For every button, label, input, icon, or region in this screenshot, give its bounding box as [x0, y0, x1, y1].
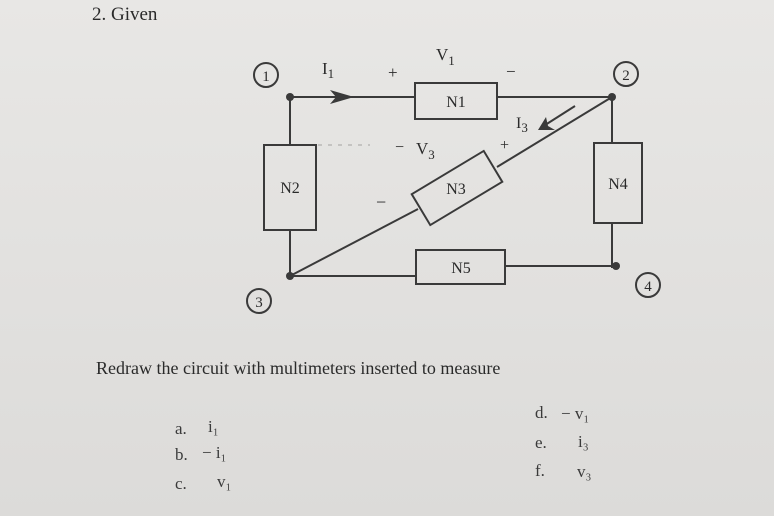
wire-node3-n3: [289, 208, 419, 277]
wire-n3-node2: [496, 96, 613, 168]
option-d-text: − v₁: [561, 404, 590, 423]
node-label-4: 4: [644, 279, 652, 295]
node-circle-3: [246, 288, 272, 314]
v3-minus-sign: −: [376, 192, 386, 212]
element-label-n4: N4: [608, 176, 628, 193]
node-circle-1: [253, 62, 279, 88]
element-label-n5: N5: [451, 260, 471, 277]
v3-minus-sign-top: −: [395, 139, 404, 156]
node-circle-2: [613, 61, 639, 87]
element-box-n3: [410, 149, 504, 227]
node-label-1: 1: [262, 69, 270, 85]
node-dot-1: [286, 93, 294, 101]
node-circle-4: [635, 272, 661, 298]
node-dot-4: [612, 262, 620, 270]
element-label-n2: N2: [280, 180, 300, 197]
voltage-label-v1: V1: [436, 45, 455, 68]
option-b-text: − i₁: [202, 443, 227, 462]
element-box-n4: [593, 142, 643, 224]
option-a-letter: a.: [175, 419, 187, 438]
option-e-letter: e.: [535, 433, 547, 452]
element-label-n1: N1: [446, 94, 466, 111]
v3-plus-sign: +: [500, 137, 509, 154]
v1-minus-sign: −: [506, 62, 516, 81]
node-dot-3: [286, 272, 294, 280]
current-label-i1: I1: [322, 59, 334, 81]
option-b-letter: b.: [175, 445, 188, 464]
element-box-n5: [415, 249, 506, 285]
node-label-2: 2: [622, 68, 630, 84]
option-f-letter: f.: [535, 461, 545, 480]
instruction-text: Redraw the circuit with multimeters inse…: [96, 358, 501, 378]
problem-heading: 2. Given: [92, 4, 158, 25]
node-label-3: 3: [255, 295, 263, 311]
v1-plus-sign: +: [388, 63, 398, 82]
current-label-i3: I3: [516, 115, 528, 135]
option-c-letter: c.: [175, 474, 187, 493]
option-f-text: v₃: [577, 462, 592, 481]
arrow-i1-head: [330, 90, 354, 104]
voltage-label-v3: V3: [416, 139, 435, 162]
element-box-n2: [263, 144, 317, 231]
arrow-i3-head: [538, 117, 555, 130]
option-a-text: i₁: [208, 417, 219, 436]
element-label-n3: N3: [446, 181, 466, 198]
option-e-text: i₃: [578, 432, 589, 451]
option-d-letter: d.: [535, 403, 548, 422]
element-box-n1: [414, 82, 498, 120]
node-dot-2: [608, 93, 616, 101]
arrow-i3-shaft: [541, 105, 576, 128]
option-c-text: v₁: [217, 472, 232, 491]
